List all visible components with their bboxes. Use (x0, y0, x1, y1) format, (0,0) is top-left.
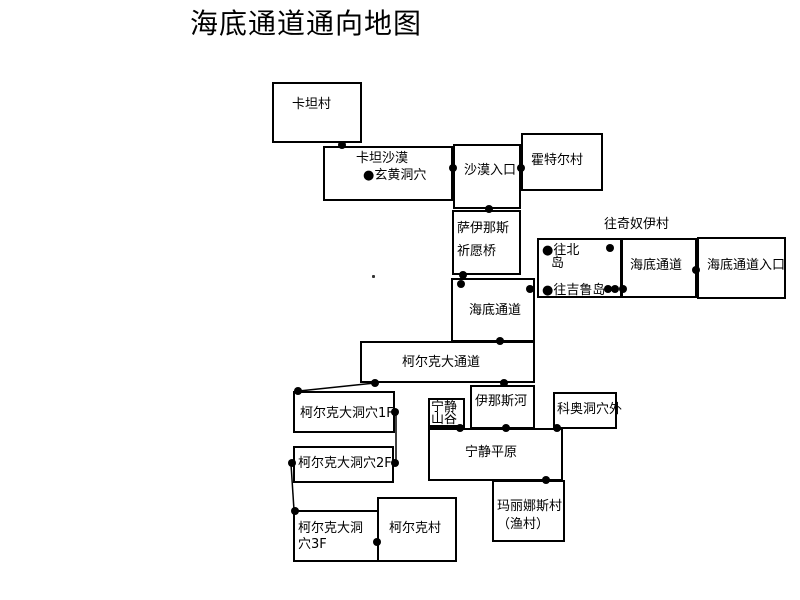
map-node-label-sainas-wish-bridge-1: 祈愿桥 (457, 244, 497, 259)
map-node-kirk-cave-2f: 柯尔克大洞穴2F (293, 446, 394, 483)
map-node-label-desert-entrance-0: 沙漠入口 (464, 163, 517, 178)
map-node-label-kirk-great-passage-0: 柯尔克大通道 (402, 355, 481, 370)
map-node-label-serene-valley-0: 宁静 (431, 400, 458, 415)
connection-dot-kirk-cave-3f-top-left (291, 507, 299, 515)
map-node-label-serene-plain-0: 宁静平原 (465, 445, 518, 460)
connection-dot-desert-entrance-to-bridge (485, 205, 493, 213)
map-node-label-undersea-tunnel-east-0: 海底通道 (630, 258, 683, 273)
map-node-label-kirk-village-0: 柯尔克村 (389, 521, 442, 536)
map-node-label-keao-cave-outside-0: 科奥洞穴外 (557, 402, 623, 417)
map-node-serene-plain: 宁静平原 (428, 428, 563, 481)
connection-dot-tunnel-center-right-exit (526, 285, 534, 293)
map-node-label-serene-valley-1: 山谷 (431, 412, 458, 427)
map-node-katan-desert: 卡坦沙漠 ●玄黄洞穴 (323, 146, 453, 201)
connection-dot-north-island-tunnel-east-3 (619, 285, 627, 293)
map-node-label-katan-desert-1: ●玄黄洞穴 (363, 168, 427, 183)
connection-dot-tunnel-east-to-entrance (692, 266, 700, 274)
map-node-undersea-tunnel-east: 海底通道 (621, 238, 697, 298)
map-node-label-kirk-cave-3f-0: 柯尔克大洞 (298, 521, 364, 536)
map-node-kirk-great-passage: 柯尔克大通道 (360, 341, 535, 383)
connection-dot-katan-village-to-desert (338, 141, 346, 149)
map-title: 海底通道通向地图 (190, 7, 423, 40)
connection-dot-keao-cave-to-plain (553, 424, 561, 432)
connection-dot-tunnel-center-to-kirk-passage (496, 337, 504, 345)
stray-speck (372, 275, 375, 278)
map-node-serene-valley: 宁静山谷 (428, 398, 465, 429)
kirk-passage-to-cave1f-link (298, 382, 376, 392)
map-node-undersea-tunnel-center: 海底通道 (451, 278, 535, 342)
connection-dot-desert-entrance-to-hotel (517, 164, 525, 172)
map-node-undersea-tunnel-entrance: 海底通道入口 (697, 237, 786, 299)
connection-dot-bridge-bottom-exit (459, 271, 467, 279)
map-node-keao-cave-outside: 科奥洞穴外 (553, 392, 622, 429)
connection-dot-north-island-tunnel-east-1 (604, 285, 612, 293)
connection-dot-north-island-qinuyi-exit (606, 244, 614, 252)
map-node-marinas-village: 玛丽娜斯村 （渔村） (492, 480, 565, 542)
map-node-label-north-island-1: 岛 (551, 256, 565, 271)
connection-dot-serene-valley-to-plain (456, 424, 464, 432)
map-node-label-north-island-0: ●往北 (542, 243, 580, 258)
connection-dot-kirk-cave-2f-right (391, 459, 399, 467)
map-node-kirk-village: 柯尔克村 (377, 497, 457, 562)
map-node-label-katan-village-0: 卡坦村 (292, 97, 332, 112)
map-label-to-qinuyi-village: 往奇奴伊村 (604, 217, 670, 232)
connection-dot-tunnel-center-top-entry (457, 280, 465, 288)
map-node-label-undersea-tunnel-entrance-0: 海底通道入口 (707, 258, 786, 273)
map-node-label-undersea-tunnel-center-0: 海底通道 (469, 303, 522, 318)
map-node-label-marinas-village-1: （渔村） (497, 517, 550, 532)
map-node-sainas-wish-bridge: 萨伊那斯祈愿桥 (452, 210, 521, 275)
connection-dot-inas-river-to-plain (502, 424, 510, 432)
cave2f-to-cave3f-link (290, 463, 295, 511)
map-node-desert-entrance: 沙漠入口 (453, 144, 521, 209)
connection-dot-plain-to-marinas-village (542, 476, 550, 484)
map-node-label-katan-desert-0: 卡坦沙漠 (356, 151, 409, 166)
connection-dot-kirk-cave-1f-top-left (294, 387, 302, 395)
connection-dot-north-island-tunnel-east-2 (611, 285, 619, 293)
map-node-label-kirk-cave-3f-1: 穴3F (298, 537, 327, 552)
connection-dot-desert-to-desert-entrance (449, 164, 457, 172)
map-node-kirk-cave-3f: 柯尔克大洞穴3F (293, 510, 379, 562)
map-node-katan-village: 卡坦村 (272, 82, 362, 143)
map-node-hotel-village: 霍特尔村 (521, 133, 603, 191)
map-node-label-marinas-village-0: 玛丽娜斯村 (497, 499, 563, 514)
map-node-label-kirk-cave-1f-0: 柯尔克大洞穴1F (300, 406, 394, 421)
map-node-inas-river: 伊那斯河 (470, 385, 535, 429)
map-node-label-hotel-village-0: 霍特尔村 (531, 153, 584, 168)
map-node-label-inas-river-0: 伊那斯河 (475, 394, 528, 409)
connection-dot-kirk-cave-2f-left (288, 459, 296, 467)
connection-dot-kirk-passage-to-inas-river (500, 379, 508, 387)
map-node-label-north-island-2: ●往吉鲁岛 (542, 283, 606, 298)
map-node-label-kirk-cave-2f-0: 柯尔克大洞穴2F (298, 456, 392, 471)
map-node-kirk-cave-1f: 柯尔克大洞穴1F (293, 391, 395, 433)
connection-dot-kirk-cave-3f-to-kirk-village (373, 538, 381, 546)
map-node-label-sainas-wish-bridge-0: 萨伊那斯 (457, 221, 510, 236)
connection-dot-kirk-passage-west-exit (371, 379, 379, 387)
connection-dot-kirk-cave-1f-right (391, 408, 399, 416)
